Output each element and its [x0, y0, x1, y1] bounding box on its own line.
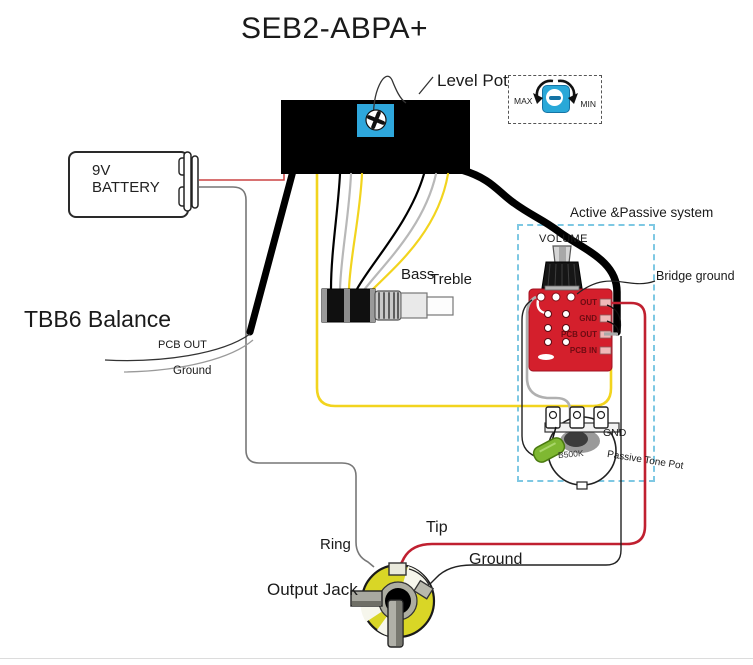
- pcb-out-label: PCB OUT: [158, 339, 207, 351]
- wire-battery-positive-red: [199, 174, 285, 181]
- battery-line2: BATTERY: [92, 179, 160, 196]
- rotate-cw-arrow-icon: [557, 79, 576, 98]
- cable-balance-thick: [246, 167, 297, 336]
- volume-pot: [541, 245, 583, 291]
- volume-label: VOLUME: [539, 233, 588, 245]
- screw-slot: [548, 95, 561, 100]
- pad-wire-out: [606, 304, 622, 331]
- rotate-ccw-arrow-icon: [535, 79, 554, 98]
- eq-pot-wires: [329, 172, 450, 293]
- bridge-ground-label: Bridge ground: [656, 269, 735, 283]
- treble-label: Treble: [430, 271, 472, 288]
- pcb-pad-pcbout-label: PCB OUT: [561, 330, 597, 339]
- bridge-ground-leader: [576, 280, 656, 295]
- level-pot-leader: [372, 75, 434, 122]
- pcb-pad-pcbin-label: PCB IN: [569, 346, 597, 355]
- wire-black-tone-ground: [521, 299, 541, 459]
- wire-ground-jack: [428, 336, 622, 586]
- ring-label: Ring: [320, 536, 351, 553]
- cable-system-thick: [458, 166, 621, 336]
- gnd-label: GND: [603, 427, 627, 439]
- ground-label-left: Ground: [173, 365, 212, 377]
- max-label: MAX: [514, 96, 533, 106]
- wire-pcb-out-thin: [104, 333, 251, 362]
- min-label: MIN: [580, 99, 596, 109]
- red-pcb: [528, 288, 613, 372]
- output-jack: [350, 562, 436, 648]
- diagram-title: SEB2-ABPA+: [241, 12, 429, 45]
- page-divider: [0, 658, 753, 659]
- system-box-title: Active &Passive system: [570, 205, 714, 220]
- balance-title: TBB6 Balance: [24, 306, 172, 332]
- bass-treble-pot: [321, 288, 454, 323]
- battery: 9V BATTERY: [68, 151, 189, 218]
- wire-ground-thin: [123, 339, 254, 373]
- wire-gray-tone: [525, 295, 572, 424]
- battery-terminals: [178, 151, 199, 212]
- passive-tone-pot: [532, 406, 620, 490]
- wire-battery-ring: [199, 186, 375, 568]
- trim-direction-legend: MAX MIN: [508, 75, 602, 124]
- output-jack-label: Output Jack: [267, 580, 358, 599]
- pcb-pad-out-label: OUT: [580, 298, 597, 307]
- ground-label-bottom: Ground: [469, 551, 523, 568]
- level-pot-label: Level Pot: [437, 71, 508, 90]
- tone-capacitor-icon: [532, 437, 566, 463]
- bass-label: Bass: [401, 266, 435, 283]
- trimmer-screw-icon: [365, 109, 387, 131]
- tip-label: Tip: [426, 519, 448, 536]
- pcb-pad-gnd-label: GND: [579, 314, 597, 323]
- pad-wire-gnd: [606, 320, 619, 334]
- wire-red-tip: [398, 301, 647, 567]
- battery-line1: 9V: [92, 162, 111, 179]
